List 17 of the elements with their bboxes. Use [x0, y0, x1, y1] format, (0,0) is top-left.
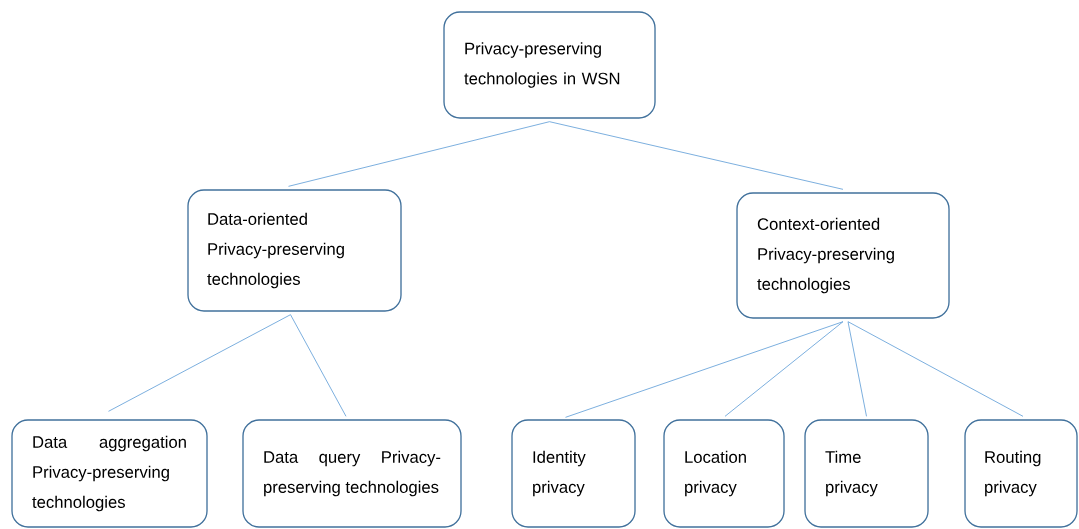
- rounded-box: Time privacy: [804, 419, 929, 528]
- connector-line: [288, 121, 550, 187]
- connector-line: [724, 321, 844, 417]
- rounded-box: Privacy-preserving technologies in WSN: [443, 11, 656, 119]
- connector-line: [565, 321, 844, 418]
- rounded-box: Identity privacy: [511, 419, 636, 528]
- rounded-box: Data aggregation Privacy-preserving technologies: [11, 419, 208, 528]
- rounded-box: Context-oriented Privacy-preserving technologies: [736, 192, 950, 319]
- rounded-box: Data query Privacy-preserving technologies: [242, 419, 462, 528]
- rounded-box: Data-oriented Privacy-preserving technologies: [187, 189, 402, 312]
- rounded-box: Routing privacy: [964, 419, 1078, 528]
- connector-line: [549, 121, 844, 190]
- connector-line: [847, 321, 1024, 417]
- connector-line: [290, 314, 347, 417]
- connector-line: [108, 314, 291, 412]
- connector-line: [847, 321, 867, 417]
- rounded-box: Location privacy: [663, 419, 785, 528]
